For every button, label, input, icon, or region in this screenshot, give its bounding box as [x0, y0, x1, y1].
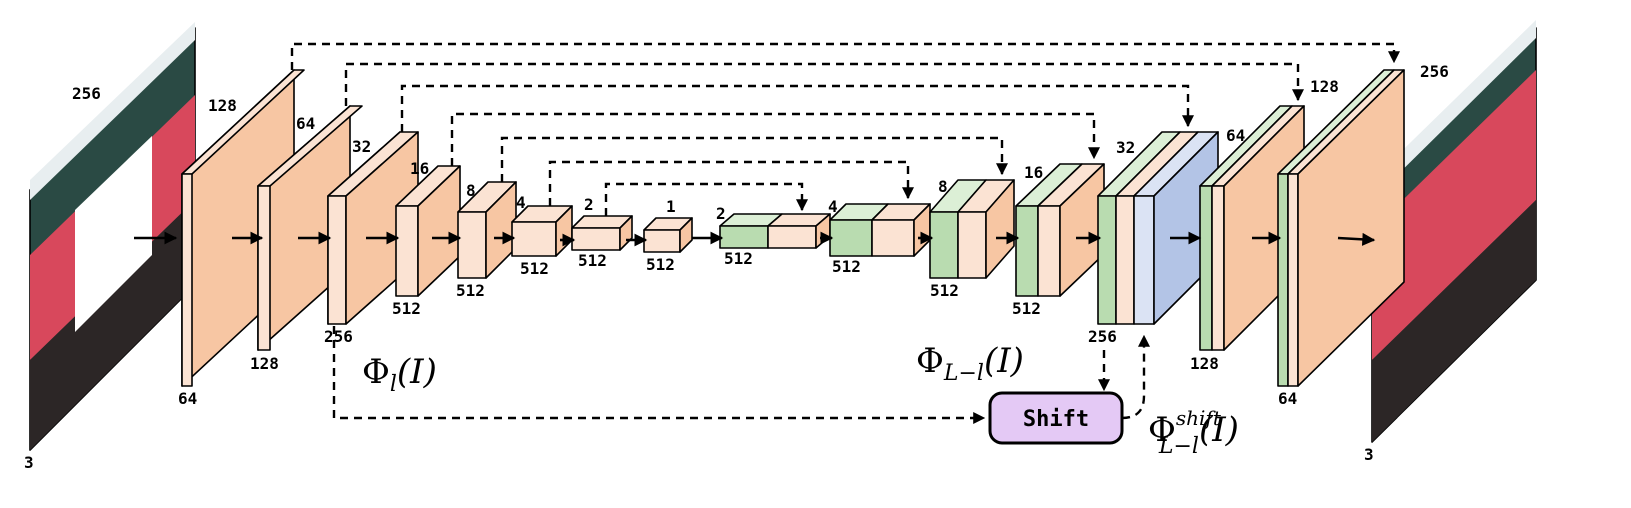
encoder-7-size: 2	[584, 195, 594, 214]
encoder-7-channels: 512	[578, 251, 607, 270]
encoder-5-size: 8	[466, 181, 476, 200]
encoder-6-channels: 512	[520, 259, 549, 278]
encoder-block-3	[327, 131, 419, 325]
decoder-3-channels: 512	[930, 281, 959, 300]
decoder-block-2	[829, 203, 931, 257]
decoder-2-size: 4	[828, 197, 838, 216]
encoder-3-channels: 256	[324, 327, 353, 346]
encoder-block-2	[257, 105, 363, 351]
decoder-block-3	[929, 179, 1015, 279]
phi-l-label: Φl(I)	[362, 352, 437, 397]
decoder-4-size: 16	[1024, 163, 1043, 182]
decoder-4-channels: 512	[1012, 299, 1041, 318]
forward-arrows	[134, 231, 1376, 247]
decoder-5-size: 32	[1116, 138, 1135, 157]
shift-label: Shift	[1023, 407, 1089, 432]
decoder-block-5	[1097, 131, 1219, 325]
decoder-3-size: 8	[938, 177, 948, 196]
decoder-1-size: 2	[716, 204, 726, 223]
decoder-6-channels: 128	[1190, 354, 1219, 373]
phi-L-minus-l-label: ΦL−l(I)	[916, 341, 1024, 386]
encoder-4-channels: 512	[392, 299, 421, 318]
encoder-labels: 128 64 64 128 32 256 16 512 8 512 4 512 …	[178, 96, 676, 408]
input-size-label: 256	[72, 84, 101, 103]
encoder-3-size: 32	[352, 137, 371, 156]
encoder-8-channels: 512	[646, 255, 675, 274]
output-channel-label: 3	[1364, 445, 1374, 464]
skip-connections	[290, 42, 1400, 424]
output-image	[1371, 20, 1537, 443]
encoder-block-8	[643, 217, 693, 253]
encoder-block-6	[511, 205, 573, 257]
encoder-8-size: 1	[666, 197, 676, 216]
output-size-label: 256	[1420, 62, 1449, 81]
encoder-2-channels: 128	[250, 354, 279, 373]
encoder-block-7	[571, 215, 633, 251]
decoder-5-channels: 256	[1088, 327, 1117, 346]
encoder-block-5	[457, 181, 517, 279]
decoder-labels: 2 512 4 512 8 512 16 512 32 256 64 128 1…	[716, 77, 1339, 408]
encoder-4-size: 16	[410, 159, 429, 178]
decoder-1-channels: 512	[724, 249, 753, 268]
encoder-block-4	[395, 165, 461, 297]
decoder-7-size: 128	[1310, 77, 1339, 96]
decoder-7-channels: 64	[1278, 389, 1297, 408]
mask-hole	[75, 136, 152, 332]
input-image	[29, 22, 196, 451]
encoder-1-size: 128	[208, 96, 237, 115]
input-channel-label: 3	[24, 453, 34, 472]
encoder-6-size: 4	[516, 193, 526, 212]
decoder-block-1	[719, 213, 831, 249]
encoder-5-channels: 512	[456, 281, 485, 300]
encoder-1-channels: 64	[178, 389, 197, 408]
decoder-2-channels: 512	[832, 257, 861, 276]
decoder-6-size: 64	[1226, 126, 1245, 145]
shift-module: Shift	[988, 391, 1124, 445]
decoder-block-7	[1277, 69, 1405, 387]
encoder-2-size: 64	[296, 114, 315, 133]
decoder-block-4	[1015, 163, 1105, 297]
